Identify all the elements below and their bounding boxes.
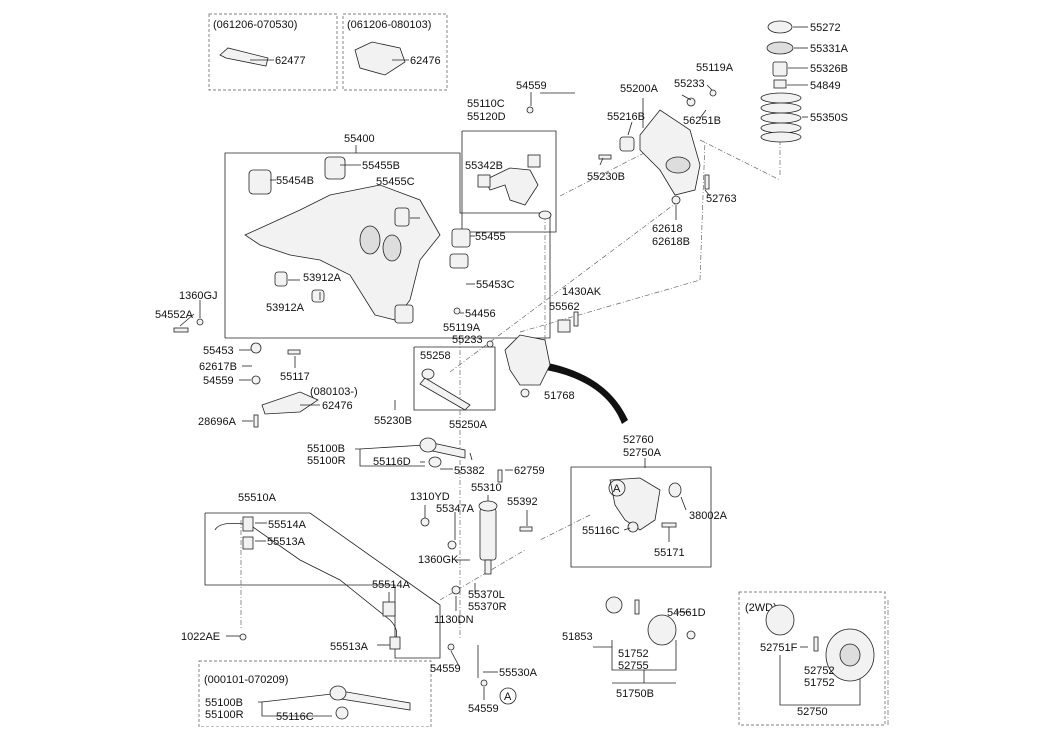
date-range-box-2: (061206-080103): [347, 19, 431, 31]
label-53912A-2: 53912A: [266, 302, 305, 314]
label-55530A: 55530A: [499, 667, 538, 679]
label-54552A: 54552A: [155, 309, 194, 321]
label-52760: 52760: [623, 434, 654, 446]
label-52751F: 52751F: [760, 642, 798, 654]
label-55119A-b: 55119A: [696, 62, 734, 74]
label-55216B: 55216B: [607, 111, 645, 123]
label-55117: 55117: [280, 371, 310, 383]
label-54559-c: 54559: [430, 663, 461, 675]
label-55453: 55453: [203, 345, 234, 357]
date-range-bracket: (080103-): [310, 386, 358, 398]
label-1360GK: 1360GK: [418, 554, 459, 566]
label-55392: 55392: [507, 496, 538, 508]
label-54561D: 54561D: [667, 607, 706, 619]
label-62759: 62759: [514, 465, 545, 477]
label-62476: 62476: [410, 55, 441, 67]
label-52763: 52763: [706, 193, 737, 205]
label-55100R: 55100R: [307, 455, 346, 467]
label-55342B: 55342B: [465, 160, 503, 172]
label-55100B: 55100B: [307, 443, 345, 455]
label-55510A: 55510A: [238, 492, 277, 504]
label-62618B: 62618B: [652, 236, 690, 248]
label-55250A: 55250A: [449, 419, 488, 431]
label-53912A-1: 53912A: [303, 272, 342, 284]
label-55514A: 55514A: [268, 519, 307, 531]
label-55370L: 55370L: [468, 589, 505, 601]
label-55116C-b: 55116C: [276, 711, 314, 723]
label-55400: 55400: [344, 133, 375, 145]
label-54559-d: 54559: [468, 703, 499, 715]
date-range-bottom: (000101-070209): [204, 674, 288, 686]
label-55453C: 55453C: [476, 279, 515, 291]
label-leaders: [179, 26, 808, 700]
label-51752-b: 51752: [804, 677, 835, 689]
label-52755: 52755: [618, 660, 649, 672]
label-62618: 62618: [652, 223, 683, 235]
label-55454B: 55454B: [276, 175, 314, 187]
label-55455C: 55455C: [376, 176, 415, 188]
label-62476-b: 62476: [322, 400, 353, 412]
label-51768: 51768: [544, 390, 575, 402]
label-55513A: 55513A: [267, 536, 306, 548]
dashed-boxes: [198, 13, 886, 728]
label-54559: 54559: [516, 80, 547, 92]
label-51853: 51853: [562, 631, 593, 643]
label-55230B: 55230B: [374, 415, 412, 427]
label-55331A: 55331A: [810, 43, 849, 55]
label-55230B-b: 55230B: [587, 171, 625, 183]
reference-marker-a: A: [613, 483, 621, 495]
label-1360GJ: 1360GJ: [179, 290, 218, 302]
label-54456: 54456: [465, 308, 496, 320]
label-55514A-b: 55514A: [372, 579, 411, 591]
label-55455B: 55455B: [362, 160, 400, 172]
reference-marker-a-2: A: [504, 691, 512, 703]
label-55347A: 55347A: [436, 503, 475, 515]
label-55100R-b: 55100R: [205, 709, 244, 721]
label-38002A: 38002A: [689, 510, 728, 522]
label-55562: 55562: [549, 301, 580, 313]
parts-shapes: [173, 20, 875, 720]
label-55200A: 55200A: [620, 83, 659, 95]
label-1022AE: 1022AE: [181, 631, 220, 643]
label-56251B: 56251B: [683, 115, 721, 127]
label-55116C: 55116C: [582, 525, 620, 537]
label-55513A-b: 55513A: [330, 641, 369, 653]
label-55310: 55310: [471, 482, 502, 494]
date-range-box-1: (061206-070530): [213, 19, 297, 31]
label-52750A: 52750A: [623, 447, 662, 459]
label-55110C: 55110C: [467, 98, 505, 110]
label-55120D: 55120D: [467, 111, 506, 123]
label-55382: 55382: [454, 465, 485, 477]
label-28696A: 28696A: [198, 416, 237, 428]
label-54559-b: 54559: [203, 375, 234, 387]
label-54849: 54849: [810, 80, 841, 92]
label-55119A: 55119A: [443, 322, 481, 334]
label-1310YD: 1310YD: [410, 491, 450, 503]
label-55171: 55171: [654, 547, 685, 559]
label-55272: 55272: [810, 22, 841, 34]
label-51752: 51752: [618, 648, 649, 660]
label-55233: 55233: [452, 334, 483, 346]
label-1130DN: 1130DN: [434, 614, 474, 626]
label-52752: 52752: [804, 665, 835, 677]
label-62617B: 62617B: [199, 361, 237, 373]
label-55370R: 55370R: [468, 601, 507, 613]
label-55455: 55455: [475, 231, 506, 243]
label-51750B: 51750B: [616, 688, 654, 700]
label-55233-b: 55233: [674, 78, 705, 90]
label-52750: 52750: [797, 706, 828, 718]
label-1430AK: 1430AK: [562, 286, 602, 298]
label-62477: 62477: [275, 55, 306, 67]
label-55116D: 55116D: [373, 456, 411, 468]
label-55326B: 55326B: [810, 63, 848, 75]
label-55350S: 55350S: [810, 112, 848, 124]
part-labels: 62477 62476 54559 55110C 55120D 55400 55…: [155, 22, 849, 723]
label-55258: 55258: [420, 350, 451, 362]
label-55100B-b: 55100B: [205, 697, 243, 709]
